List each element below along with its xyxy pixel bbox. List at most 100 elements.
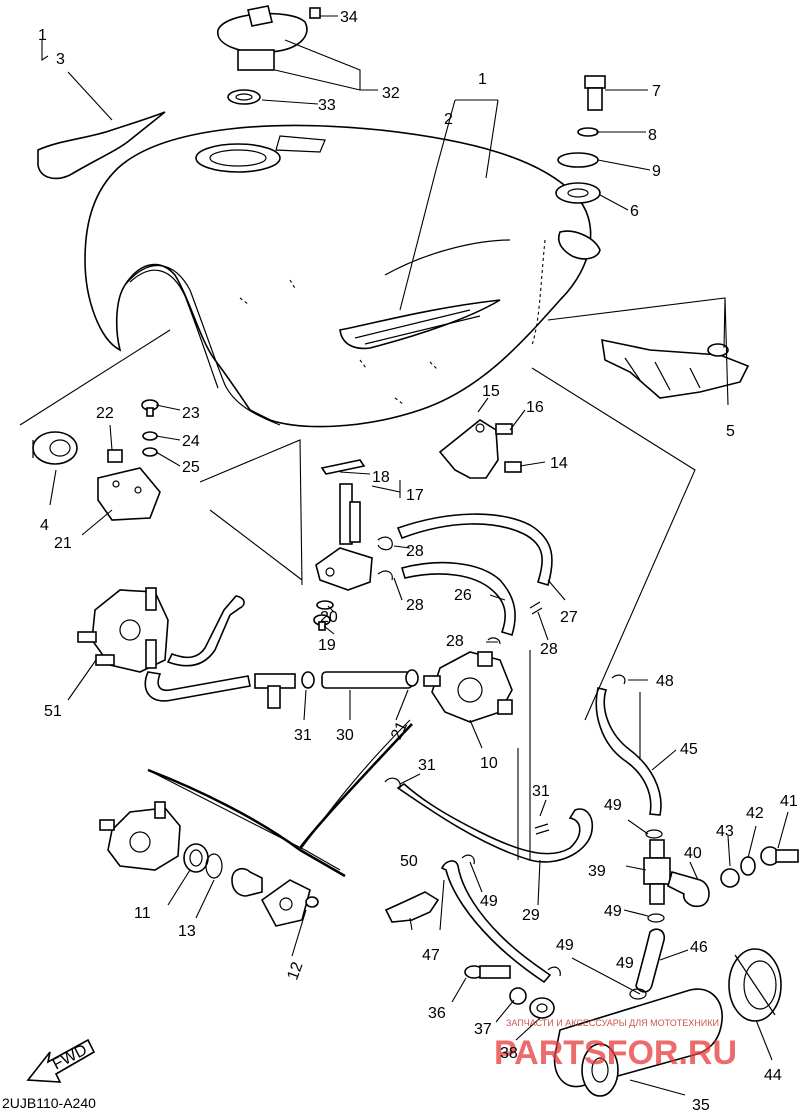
bracket-50[interactable] [384, 891, 440, 923]
callout: 39 [588, 863, 606, 880]
bolt-36[interactable] [464, 965, 511, 979]
washer-20[interactable] [316, 600, 334, 610]
callout-labels: 1 2 3 4 5 6 7 8 9 10 11 12 13 14 15 16 1… [38, 9, 798, 1112]
valve-39[interactable] [643, 839, 671, 905]
canister-cap-44[interactable] [728, 948, 782, 1022]
pump-hose[interactable] [144, 595, 251, 702]
clip-28c[interactable] [529, 601, 543, 615]
washer-9[interactable] [557, 152, 599, 168]
callout: 23 [182, 405, 200, 422]
callout: 21 [54, 535, 72, 552]
inset-pump-body[interactable] [99, 801, 181, 871]
callout: 11 [134, 905, 151, 922]
rear-bracket[interactable] [601, 338, 750, 399]
clamp-21[interactable] [405, 669, 419, 687]
clamp-48[interactable] [611, 674, 626, 685]
callout: 21 [388, 719, 411, 742]
tank-emblem[interactable] [37, 111, 166, 180]
callout: 18 [372, 469, 390, 486]
canister-35[interactable] [553, 988, 723, 1097]
clamp-49c[interactable] [647, 913, 665, 923]
stay-15[interactable] [438, 419, 499, 479]
fuel-cap[interactable] [217, 5, 321, 71]
clamp-49e[interactable] [547, 966, 561, 977]
hose-27[interactable] [396, 513, 553, 587]
callout: 19 [318, 637, 336, 654]
callout: 40 [684, 845, 702, 862]
clip-28a[interactable] [377, 536, 393, 551]
callout: 51 [44, 703, 62, 720]
cover-plate[interactable] [260, 879, 311, 927]
fuel-pump-10[interactable] [423, 651, 513, 723]
callout: 49 [480, 893, 498, 910]
callout: 48 [656, 673, 674, 690]
hose-26[interactable] [400, 561, 516, 636]
callout: 14 [550, 455, 568, 472]
washer-43[interactable] [720, 868, 740, 888]
gasket-11[interactable] [183, 843, 209, 873]
hose-30[interactable] [321, 671, 413, 689]
washer-25[interactable] [142, 447, 158, 457]
diagram-code: 2UJB110-A240 [2, 1095, 96, 1111]
callout: 17 [406, 487, 424, 504]
callout: 37 [474, 1021, 492, 1038]
grommet-38[interactable] [529, 997, 555, 1019]
washer-42[interactable] [740, 856, 756, 876]
clamp-49a[interactable] [461, 854, 475, 865]
gasket-18[interactable] [320, 459, 366, 475]
bolt-16[interactable] [495, 423, 513, 435]
callout: 32 [382, 85, 400, 102]
callout: 6 [630, 203, 639, 220]
cap-gasket[interactable] [227, 89, 261, 105]
clamp-49b[interactable] [645, 829, 663, 839]
callout: 34 [340, 9, 358, 26]
callout: 29 [522, 907, 540, 924]
callout: 9 [652, 163, 661, 180]
hose-47[interactable] [440, 860, 552, 984]
hose-46[interactable] [635, 928, 666, 993]
fuel-cock[interactable] [315, 483, 373, 591]
washer-24[interactable] [142, 431, 158, 441]
clamp-31b[interactable] [384, 777, 401, 789]
screw-12[interactable] [305, 896, 319, 908]
callout: 36 [428, 1005, 446, 1022]
screw-23[interactable] [141, 399, 159, 417]
callout: 47 [422, 947, 440, 964]
fwd-label: FWD [50, 1041, 90, 1073]
callout: 35 [692, 1097, 710, 1112]
plate-21[interactable] [97, 467, 161, 521]
bolt-41[interactable] [760, 846, 799, 866]
callout: 10 [480, 755, 498, 772]
t-joint[interactable] [254, 673, 296, 709]
fuel-tank[interactable] [84, 124, 601, 428]
screw-19[interactable] [313, 614, 331, 631]
damper-6[interactable] [555, 182, 601, 204]
callout: 46 [690, 939, 708, 956]
clamp-31c[interactable] [534, 823, 550, 835]
fuel-pump[interactable] [77, 587, 169, 673]
o-ring-13[interactable] [205, 853, 223, 879]
callout: 28 [406, 597, 424, 614]
clip-28b[interactable] [377, 570, 393, 581]
callout: 28 [406, 543, 424, 560]
grommet-4[interactable] [32, 431, 78, 465]
callout: 27 [560, 609, 578, 626]
callout: 8 [648, 127, 657, 144]
clip-28d[interactable] [487, 637, 501, 645]
clamp-31[interactable] [301, 671, 315, 689]
nut-22[interactable] [107, 449, 123, 463]
hose-29[interactable] [396, 782, 594, 863]
callout: 42 [746, 805, 764, 822]
washer-8[interactable] [577, 127, 599, 137]
callout: 3 [56, 51, 65, 68]
bolt-14[interactable] [504, 461, 522, 473]
clamp-40[interactable] [667, 871, 710, 908]
callout: 28 [446, 633, 464, 650]
clamp-49d[interactable] [629, 988, 647, 1000]
bolt-7[interactable] [584, 75, 606, 111]
diaphragm[interactable] [231, 867, 263, 897]
hose-45[interactable] [595, 687, 662, 816]
callout: 41 [780, 793, 798, 810]
callout: 24 [182, 433, 200, 450]
